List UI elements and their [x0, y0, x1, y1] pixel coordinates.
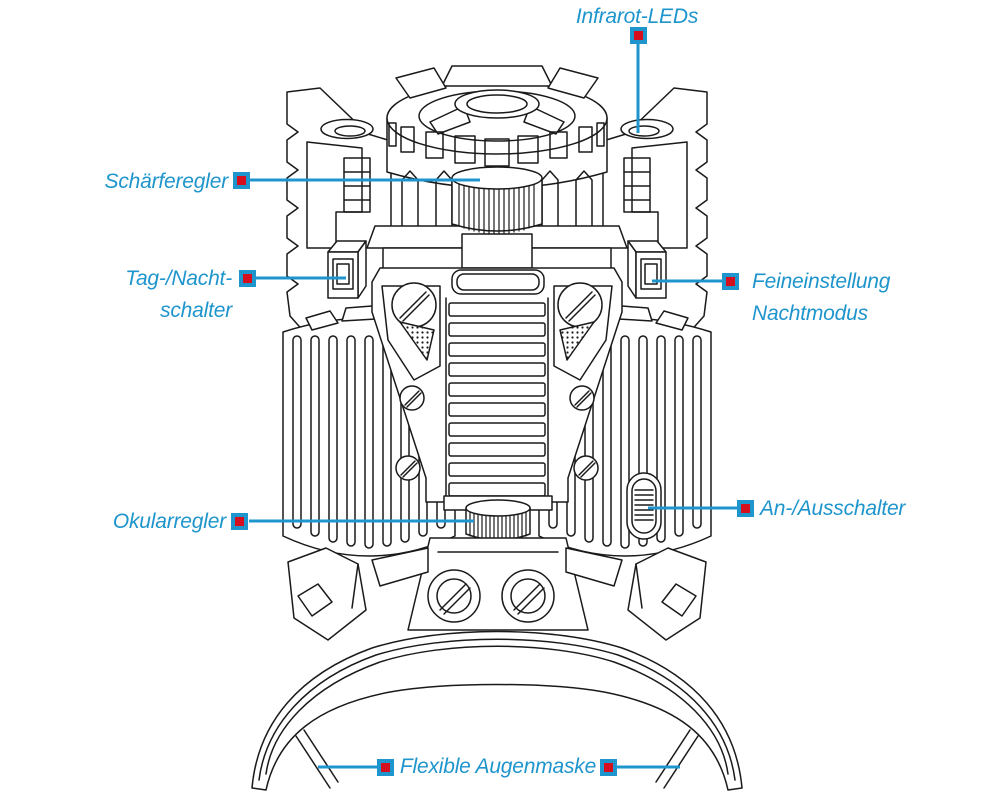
lower-facets-left [287, 547, 429, 641]
bottom-bracket [407, 537, 589, 631]
marker-schaerferegler [233, 172, 250, 189]
label-infrarot-leds: Infrarot-LEDs [575, 5, 699, 28]
night-mode-fine-adjust-switch [627, 240, 667, 299]
label-schaerferegler: Schärferegler [104, 170, 229, 193]
mount-bracket-left [286, 87, 392, 349]
marker-feineinstellung [722, 273, 739, 290]
label-an-ausschalter: An-/Ausschalter [760, 497, 906, 520]
label-okularregler: Okularregler [112, 510, 226, 533]
leader-lines [249, 44, 738, 769]
objective-turret [366, 65, 628, 273]
mount-bracket-right [602, 87, 708, 349]
marker-tag-nacht-schalter [239, 270, 256, 287]
marker-okularregler [231, 513, 248, 530]
label-feineinstellung-line1: Feineinstellung [752, 270, 891, 293]
marker-an-ausschalter [737, 500, 754, 517]
focus-knob [451, 166, 543, 269]
day-night-switch [327, 240, 367, 299]
ir-led-recess-left [320, 118, 374, 140]
ir-led-recess-right [620, 118, 674, 140]
label-feineinstellung-nachtmodus: Feineinstellung Nachtmodus [752, 266, 962, 330]
lower-facets-right [565, 547, 707, 641]
label-flexible-augenmaske: Flexible Augenmaske [399, 755, 597, 778]
label-tag-nacht-schalter: Tag-/Nacht- schalter [60, 263, 232, 327]
eyemask [251, 630, 743, 791]
label-tag-nacht-line1: Tag-/Nacht- [125, 267, 232, 290]
label-feineinstellung-line2: Nachtmodus [752, 302, 868, 325]
marker-augenmaske-right [600, 759, 617, 776]
marker-augenmaske-left [377, 759, 394, 776]
label-tag-nacht-line2: schalter [160, 299, 232, 322]
rubber-grip-ladder [448, 302, 546, 497]
central-body [371, 267, 623, 511]
marker-infrarot-leds [630, 27, 647, 44]
power-button [626, 472, 662, 540]
